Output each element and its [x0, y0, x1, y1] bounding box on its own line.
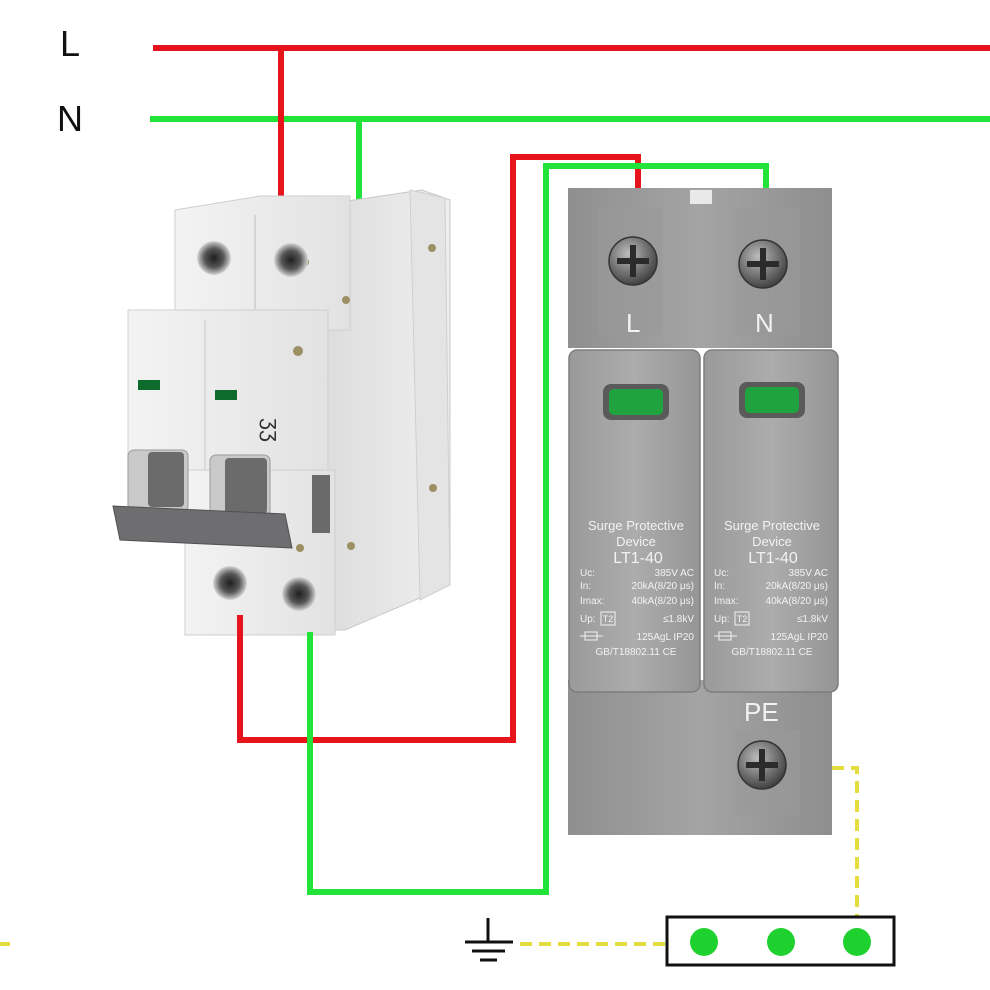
circuit-breaker: ʒʒ — [112, 189, 451, 636]
spd-module-2-fuse: 125AgL IP20 — [771, 632, 829, 643]
breaker-terminal-load-n — [282, 577, 316, 611]
spd-module-2-standard: GB/T18802.11 CE — [732, 647, 813, 658]
spd-terminal-l-screw-icon[interactable] — [608, 236, 658, 286]
spd-module-1-in-value: 20kA(8/20 μs) — [632, 581, 694, 592]
spd-module-1-uc-value: 385V AC — [655, 568, 694, 579]
spd-terminal-pe-label: PE — [744, 697, 779, 727]
spd-module-2-title-2: Device — [752, 534, 792, 549]
spd-module-1-model: LT1-40 — [613, 550, 663, 567]
spd-module-2[interactable]: Surge Protective Device LT1-40 Uc: 385V … — [703, 349, 839, 693]
breaker-indicator-icon — [215, 390, 237, 400]
spd-module-2-in-value: 20kA(8/20 μs) — [766, 581, 828, 592]
spd-module-1-fuse: 125AgL IP20 — [637, 632, 695, 643]
breaker-indicator-icon — [138, 380, 160, 390]
spd-module-1-fuse-icon — [580, 631, 603, 641]
earth-terminal-3[interactable] — [843, 928, 871, 956]
live-to-spd-wire — [237, 154, 641, 743]
spd-module-2-up-value: ≤1.8kV — [797, 614, 828, 625]
neutral-to-spd-wire — [307, 163, 769, 895]
breaker-terminal-line-n — [274, 243, 308, 277]
spd-module-2-fuse-icon — [714, 631, 737, 641]
spd-module-1-title: Surge Protective — [588, 518, 684, 533]
spd-module-2-uc-value: 385V AC — [789, 568, 828, 579]
spd-terminal-l-label: L — [626, 308, 640, 338]
spd-module-1-uc-label: Uc: — [580, 568, 595, 579]
spd-module-2-title: Surge Protective — [724, 518, 820, 533]
pe-earth-wire — [832, 766, 859, 942]
surge-protective-device: L N PE Surge Protective Device LT1-40 Uc… — [568, 188, 839, 835]
live-line-label: L — [60, 23, 80, 64]
earth-terminal-bar — [665, 915, 896, 967]
spd-module-2-up-class: T2 — [737, 614, 748, 624]
spd-module-2-in-label: In: — [714, 581, 725, 592]
spd-module-2-imax-value: 40kA(8/20 μs) — [766, 596, 828, 607]
breaker-mark: ʒʒ — [259, 418, 284, 442]
spd-module-1[interactable]: Surge Protective Device LT1-40 Uc: 385V … — [568, 349, 701, 693]
spd-terminal-n-screw-icon[interactable] — [738, 239, 788, 289]
spd-module-1-standard: GB/T18802.11 CE — [596, 647, 677, 658]
spd-module-2-uc-label: Uc: — [714, 568, 729, 579]
spd-module-2-up-label: Up: — [714, 614, 730, 625]
spd-module-2-imax-label: Imax: — [714, 596, 738, 607]
spd-module-1-in-label: In: — [580, 581, 591, 592]
spd-module-1-up-value: ≤1.8kV — [663, 614, 694, 625]
earth-terminal-2[interactable] — [767, 928, 795, 956]
spd-module-1-up-class: T2 — [603, 614, 614, 624]
spd-module-1-up-label: Up: — [580, 614, 596, 625]
breaker-handle[interactable] — [112, 505, 293, 549]
earth-terminal-1[interactable] — [690, 928, 718, 956]
breaker-terminal-load-l — [213, 566, 247, 600]
spd-module-1-title-2: Device — [616, 534, 656, 549]
spd-module-1-imax-label: Imax: — [580, 596, 604, 607]
breaker-terminal-line-l — [197, 241, 231, 275]
ground-symbol-icon — [465, 918, 513, 962]
spd-module-1-imax-value: 40kA(8/20 μs) — [632, 596, 694, 607]
spd-terminal-pe-screw-icon[interactable] — [737, 740, 787, 790]
spd-terminal-n-label: N — [755, 308, 774, 338]
spd-module-2-model: LT1-40 — [748, 550, 798, 567]
neutral-line-label: N — [57, 98, 83, 139]
